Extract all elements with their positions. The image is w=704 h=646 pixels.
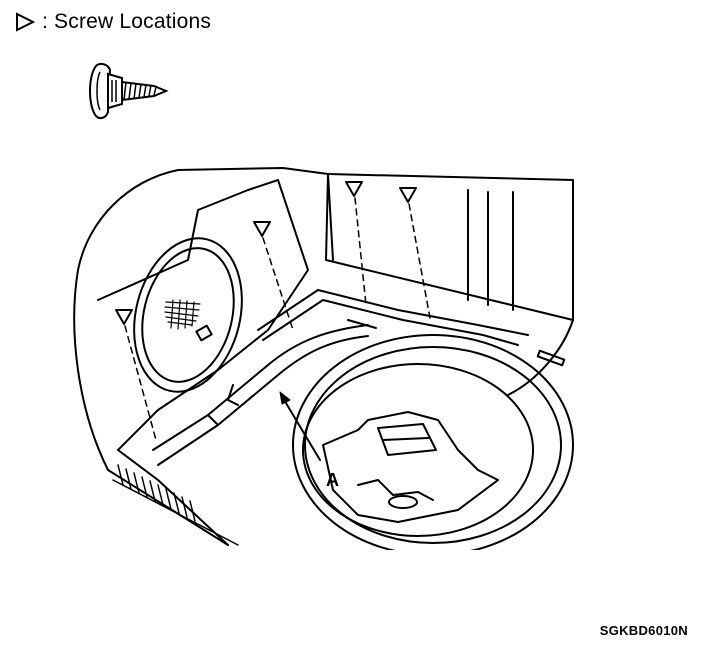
legend-separator: :	[42, 10, 49, 33]
figure-code: SGKBD6010N	[599, 623, 688, 638]
speaker-housing	[133, 237, 243, 393]
callout-a-arrow	[279, 391, 321, 461]
screw-marker-4	[399, 187, 431, 319]
floor-grating	[112, 464, 239, 546]
screw-marker-1	[115, 309, 157, 441]
rear-panel	[325, 173, 574, 321]
screw-marker-3	[345, 181, 367, 306]
callout-a-label: A	[326, 470, 339, 490]
screw-icon	[89, 62, 169, 120]
triangle-marker-icon	[16, 12, 36, 32]
speaker-grille	[164, 299, 201, 330]
tool-tray	[322, 411, 499, 523]
side-trim-a	[152, 324, 369, 451]
legend-label: Screw Locations	[54, 10, 212, 33]
trunk-outline	[77, 167, 574, 396]
screw-marker-2	[253, 221, 294, 331]
spare-tire-well	[292, 334, 574, 550]
trunk-illustration	[73, 167, 574, 550]
floor-trim	[257, 289, 529, 336]
legend: : Screw Locations	[14, 10, 211, 34]
